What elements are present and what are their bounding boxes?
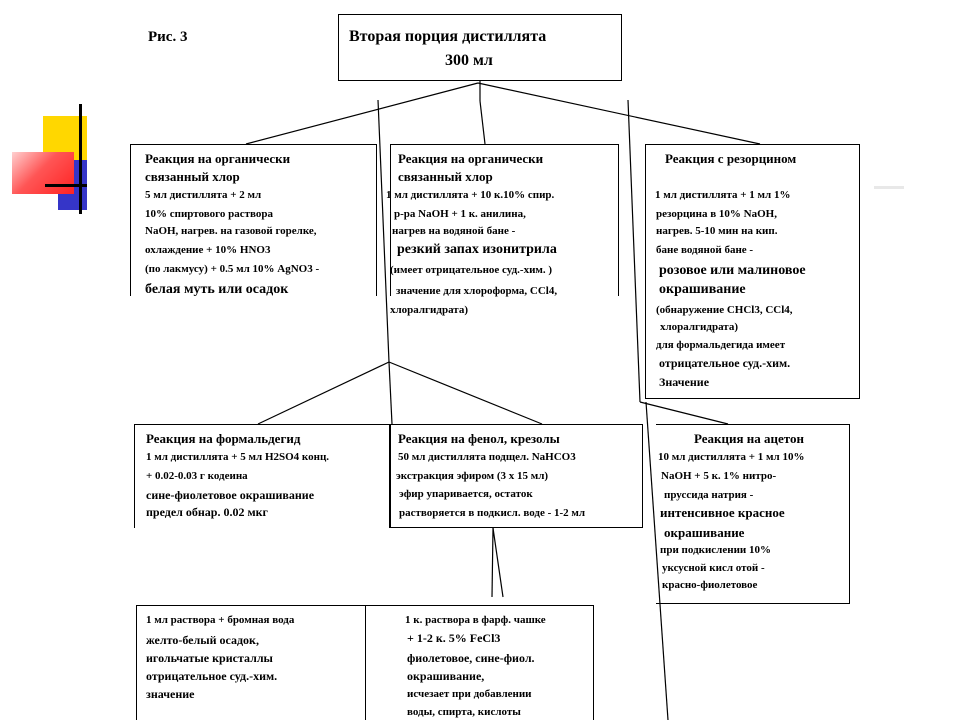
box-f-line-6: окрашивание: [664, 525, 745, 540]
box-b-line-2: связанный хлор: [398, 169, 493, 184]
box-c-line-4: нагрев. 5-10 мин на кип.: [656, 225, 778, 237]
box-a-line-3: 5 мл дистиллята + 2 мл: [145, 189, 262, 201]
box-e-line-1: Реакция на фенол, крезолы: [398, 431, 560, 446]
box-b-line-4: р-ра NaOH + 1 к. анилина,: [394, 208, 526, 220]
box-a-line-2: связанный хлор: [145, 169, 240, 184]
box-f-line-1: Реакция на ацетон: [694, 431, 804, 446]
decor-white-dash: [874, 186, 904, 189]
top-box: Вторая порция дистиллята 300 мл: [338, 14, 622, 81]
box-a-line-4: 10% спиртового раствора: [145, 208, 273, 220]
box-e-line-2: 50 мл дистиллята подщел. NaHCO3: [398, 451, 576, 463]
box-a-line-1: Реакция на органически: [145, 151, 291, 166]
box-a-line-6: охлаждение + 10% HNO3: [145, 244, 271, 256]
box-b-line-1: Реакция на органически: [398, 151, 544, 166]
box-c-line-3: резорцина в 10% NaOH,: [656, 208, 777, 220]
box-formaldehyde-reaction: [134, 424, 390, 528]
box-phenol-reaction: [390, 424, 643, 528]
box-b-line-8: значение для хлороформа, CCl4,: [396, 285, 558, 297]
box-c-line-5: бане водяной бане -: [656, 244, 754, 256]
decor-vertical-line: [79, 104, 82, 214]
decor-horizontal-line: [45, 184, 87, 187]
box-h-line-4: окрашивание,: [407, 669, 485, 683]
box-d-line-5: предел обнар. 0.02 мкг: [146, 505, 269, 519]
box-bromine-water-test: [136, 605, 366, 720]
box-e-line-3: экстракция эфиром (3 х 15 мл): [396, 470, 549, 482]
box-f-line-4: пруссида натрия -: [664, 489, 754, 501]
box-g-line-1: 1 мл раствора + бромная вода: [146, 614, 295, 626]
box-acetone-reaction: [656, 424, 850, 604]
box-c-line-1: Реакция с резорцином: [665, 151, 797, 166]
box-a-line-7: (по лакмусу) + 0.5 мл 10% AgNO3 -: [145, 263, 320, 275]
box-d-line-2: 1 мл дистиллята + 5 мл H2SO4 конц.: [146, 451, 330, 463]
box-resorcinol-reaction: [645, 144, 860, 399]
box-h-line-6: воды, спирта, кислоты: [407, 706, 521, 718]
top-title: Вторая порция дистиллята: [349, 28, 547, 45]
box-f-line-3: NaOH + 5 к. 1% нитро-: [661, 470, 777, 482]
box-g-line-3: игольчатые кристаллы: [146, 651, 273, 665]
box-c-line-11: отрицательное суд.-хим.: [659, 356, 791, 370]
box-d-line-4: сине-фиолетовое окрашивание: [146, 488, 315, 502]
box-a-line-5: NaOH, нагрев. на газовой горелке,: [145, 225, 317, 237]
box-f-line-5: интенсивное красное: [660, 505, 785, 520]
box-c-line-10: для формальдегида имеет: [656, 339, 786, 351]
box-h-line-1: 1 к. раствора в фарф. чашке: [405, 614, 546, 626]
box-b-line-3: 1 мл дистиллята + 10 к.10% спир.: [386, 189, 555, 201]
box-b-line-6: резкий запах изонитрила: [397, 242, 557, 257]
box-ferric-chloride-test: [366, 605, 594, 720]
box-e-line-4: эфир упаривается, остаток: [399, 488, 533, 500]
box-chlorine-reaction-1: [130, 144, 377, 296]
box-c-line-9: хлоралгидрата): [660, 321, 738, 333]
box-d-line-3: + 0.02-0.03 г кодеина: [146, 470, 248, 482]
box-d-line-1: Реакция на формальдегид: [146, 431, 301, 446]
box-b-line-9: хлоралгидрата): [390, 304, 468, 316]
box-c-line-2: 1 мл дистиллята + 1 мл 1%: [655, 189, 791, 201]
box-c-line-12: Значение: [659, 375, 710, 389]
box-e-line-5: растворяется в подкисл. воде - 1-2 мл: [399, 507, 586, 519]
box-c-line-8: (обнаружение CHCl3, CCl4,: [656, 304, 793, 316]
box-c-line-6: розовое или малиновое: [659, 263, 806, 278]
box-h-line-3: фиолетовое, сине-фиол.: [407, 651, 535, 665]
box-g-line-5: значение: [146, 687, 195, 701]
box-h-line-5: исчезает при добавлении: [407, 688, 532, 700]
box-g-line-4: отрицательное суд.-хим.: [146, 669, 278, 683]
figure-label: Рис. 3: [148, 29, 188, 45]
box-chlorine-reaction-2: [390, 144, 619, 296]
box-h-line-2: + 1-2 к. 5% FeCl3: [407, 631, 501, 645]
box-b-line-5: нагрев на водяной бане -: [392, 225, 516, 237]
box-b-line-7: (имеет отрицательное суд.-хим. ): [390, 264, 553, 276]
box-f-line-7: при подкислении 10%: [660, 544, 772, 556]
box-f-line-9: красно-фиолетовое: [662, 579, 758, 591]
decor-red-square: [12, 152, 74, 194]
box-a-line-8: белая муть или осадок: [145, 282, 289, 297]
box-f-line-2: 10 мл дистиллята + 1 мл 10%: [658, 451, 805, 463]
box-c-line-7: окрашивание: [659, 282, 746, 297]
box-f-line-8: уксусной кисл отой -: [662, 562, 765, 574]
box-g-line-2: желто-белый осадок,: [146, 633, 259, 647]
top-volume: 300 мл: [445, 52, 493, 69]
